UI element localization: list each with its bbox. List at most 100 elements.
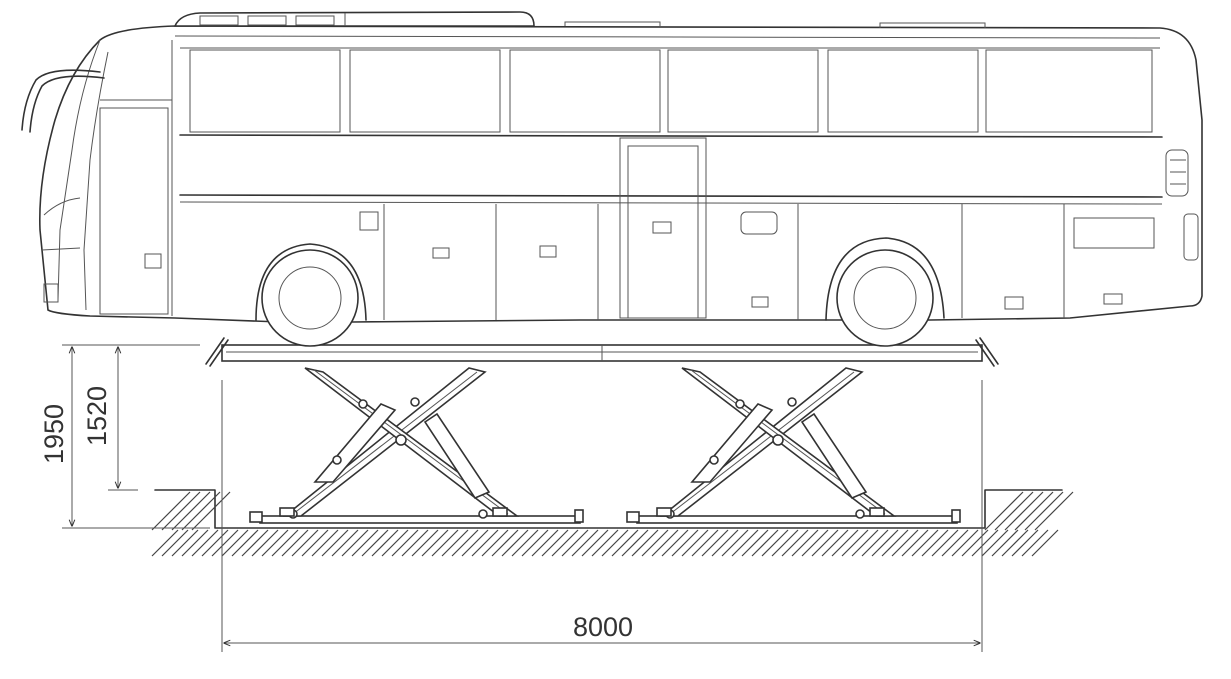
hatch-line <box>691 529 719 557</box>
hatch-line <box>611 529 639 557</box>
hatch-line <box>541 529 569 557</box>
hatch-line <box>661 529 689 557</box>
hatch-line <box>741 529 769 557</box>
hatch-line <box>391 529 419 557</box>
hatch-line <box>161 491 201 531</box>
lift-platform <box>205 337 999 367</box>
hatch-line <box>1001 529 1029 557</box>
hatch-line <box>561 529 589 557</box>
hatch-line <box>351 529 379 557</box>
hatch-line <box>171 529 199 557</box>
dimension-total-height: 1950 <box>39 344 210 529</box>
hatch-line <box>901 529 929 557</box>
dimension-pit-length: 8000 <box>221 380 983 652</box>
hatch-line <box>981 529 1009 557</box>
hatch-line <box>471 529 499 557</box>
hatch-line <box>1014 491 1054 531</box>
hatch-line <box>931 529 959 557</box>
hatch-line <box>231 529 259 557</box>
hatch-line <box>221 529 249 557</box>
hatch-line <box>951 529 979 557</box>
hatch-line <box>1031 529 1059 557</box>
hatch-line <box>891 529 919 557</box>
hatch-line <box>251 529 279 557</box>
hatch-line <box>921 529 949 557</box>
hatch-line <box>911 529 939 557</box>
hatch-line <box>571 529 599 557</box>
hatch-line <box>551 529 579 557</box>
hatch-line <box>831 529 859 557</box>
hatch-line <box>521 529 549 557</box>
ground <box>151 489 1074 557</box>
hatch-line <box>871 529 899 557</box>
hatch-line <box>851 529 879 557</box>
dimension-lift-height: 1520 <box>82 344 200 491</box>
hatch-line <box>341 529 369 557</box>
hatch-line <box>994 491 1034 531</box>
hatch-line <box>761 529 789 557</box>
hatch-line <box>511 529 539 557</box>
hatch-line <box>1011 529 1039 557</box>
hatch-line <box>991 529 1019 557</box>
hatch-line <box>971 529 999 557</box>
hatch-line <box>441 529 469 557</box>
hatch-line <box>721 529 749 557</box>
hatch-line <box>161 529 189 557</box>
scissor-mechanism-left <box>249 367 584 524</box>
hatch-line <box>701 529 729 557</box>
hatch-line <box>841 529 869 557</box>
dimension-label-1950: 1950 <box>39 404 69 464</box>
hatch-line <box>1021 529 1049 557</box>
dimension-label-8000: 8000 <box>573 612 633 642</box>
hatch-line <box>591 529 619 557</box>
hatch-line <box>861 529 889 557</box>
front-wheel <box>261 249 359 347</box>
hatch-line <box>791 529 819 557</box>
hatch-line <box>371 529 399 557</box>
rear-wheel <box>836 249 934 347</box>
hatch-line <box>671 529 699 557</box>
hatch-line <box>281 529 309 557</box>
hatch-line <box>421 529 449 557</box>
hatch-line <box>171 491 211 531</box>
hatch-line <box>151 491 191 531</box>
hatch-line <box>801 529 829 557</box>
hatch-line <box>261 529 289 557</box>
hatch-line <box>191 491 231 531</box>
hatch-line <box>311 529 339 557</box>
hatch-line <box>481 529 509 557</box>
hatch-line <box>361 529 389 557</box>
hatch-line <box>631 529 659 557</box>
hatch-line <box>151 529 179 557</box>
hatch-line <box>1024 491 1064 531</box>
hatch-line <box>601 529 629 557</box>
hatch-line <box>781 529 809 557</box>
hatch-line <box>381 529 409 557</box>
hatch-line <box>411 529 439 557</box>
scissor-mechanism-right <box>626 367 961 524</box>
hatch-line <box>191 529 219 557</box>
hatch-line <box>681 529 709 557</box>
hatch-line <box>984 491 1024 531</box>
hatch-line <box>181 529 209 557</box>
hatch-line <box>501 529 529 557</box>
hatch-line <box>1034 491 1074 531</box>
hatch-line <box>401 529 429 557</box>
hatch-line <box>461 529 489 557</box>
hatch-line <box>531 529 559 557</box>
hatch-line <box>491 529 519 557</box>
hatch-line <box>1004 491 1044 531</box>
hatch-line <box>331 529 359 557</box>
hatch-line <box>271 529 299 557</box>
hatch-line <box>201 529 229 557</box>
hatch-line <box>431 529 459 557</box>
hatch-line <box>241 529 269 557</box>
hatch-line <box>621 529 649 557</box>
bus <box>21 11 1203 323</box>
hatch-line <box>731 529 759 557</box>
hatch-line <box>711 529 739 557</box>
hatch-line <box>641 529 669 557</box>
hatch-line <box>821 529 849 557</box>
hatch-line <box>881 529 909 557</box>
